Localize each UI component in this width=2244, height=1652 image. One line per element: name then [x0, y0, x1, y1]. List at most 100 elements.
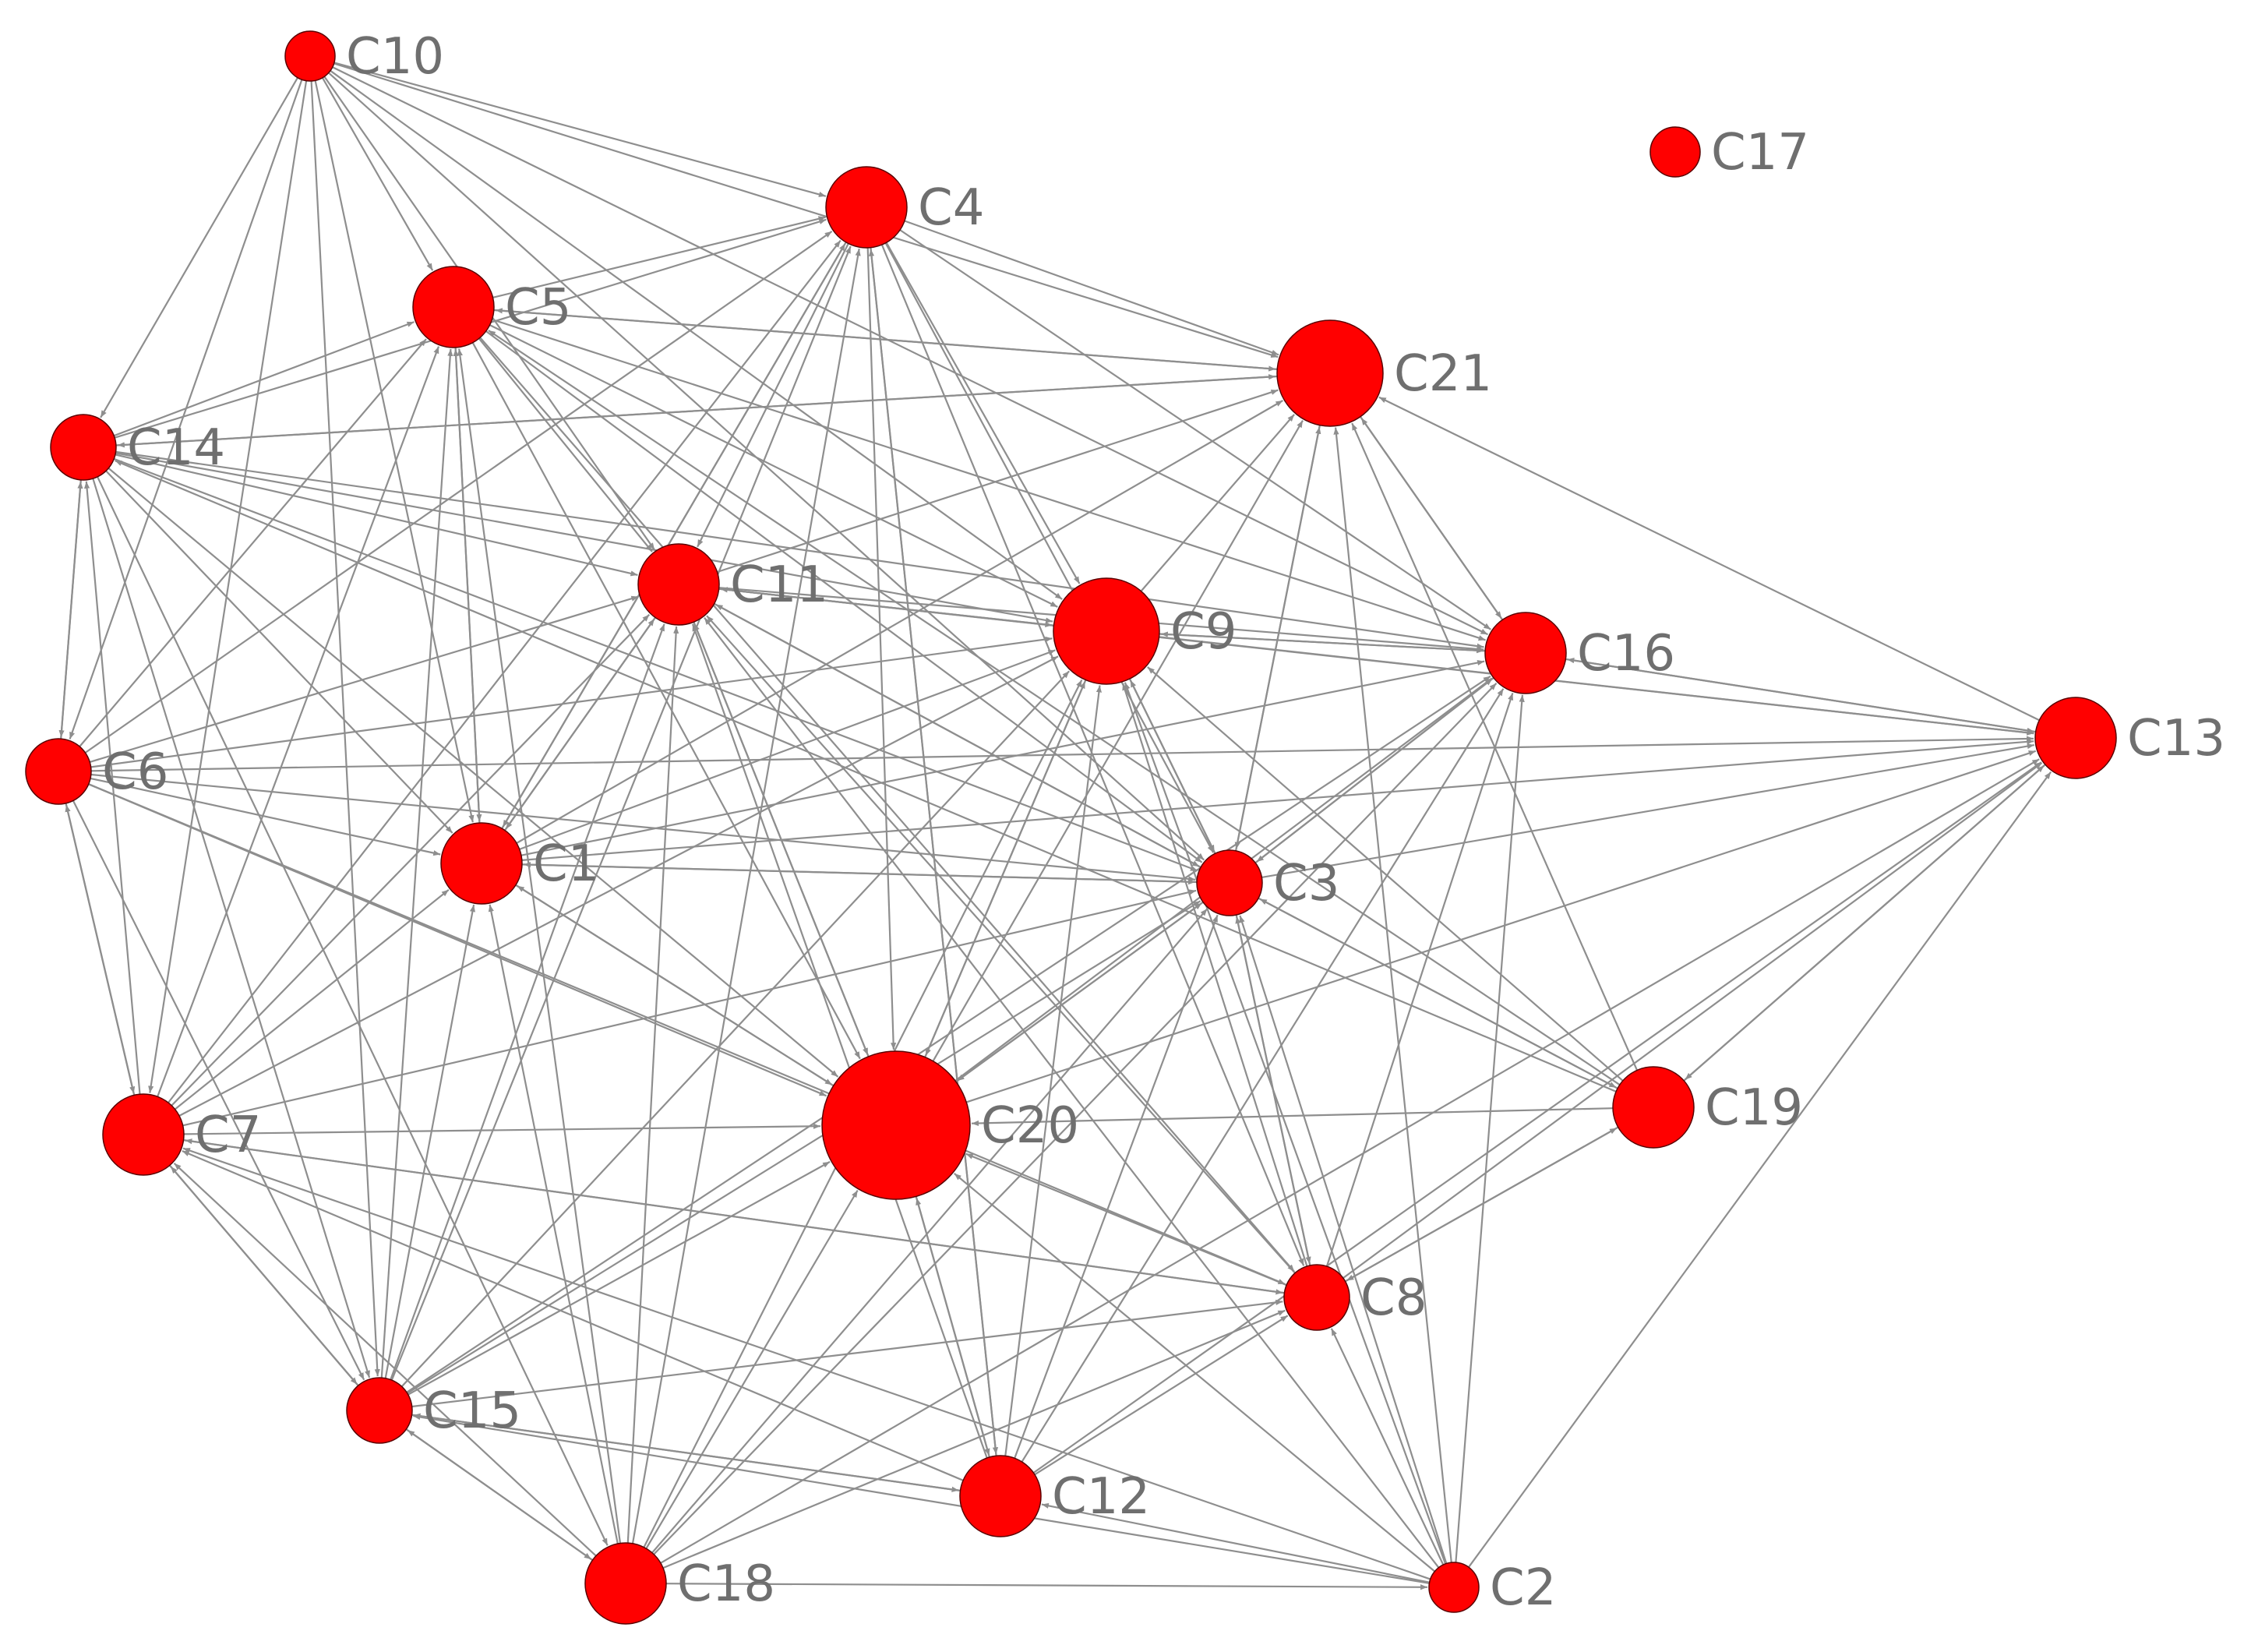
- edge-c5-to-c4: [492, 216, 826, 298]
- edge-c16-to-c3: [1256, 677, 1494, 863]
- edge-c8-to-c13: [1343, 762, 2043, 1279]
- edge-c15-to-c4: [390, 245, 852, 1381]
- node-c10[interactable]: [284, 30, 336, 82]
- edge-c15-to-c20: [408, 1160, 831, 1396]
- node-c17[interactable]: [1649, 126, 1701, 178]
- edge-c15-to-c1: [384, 904, 475, 1378]
- edge-c11-to-c21: [717, 389, 1279, 574]
- edge-c5-to-c8: [479, 337, 1295, 1273]
- edge-c15-to-c3: [407, 900, 1201, 1394]
- edge-c11-to-c13: [718, 588, 2034, 736]
- node-c21[interactable]: [1276, 319, 1384, 427]
- node-label-c11: C11: [730, 556, 828, 614]
- edges-layer: [58, 62, 2052, 1590]
- edge-c9-to-c3: [1128, 678, 1216, 852]
- edge-c18-to-c2: [665, 1583, 1428, 1590]
- edge-c12-to-c9: [1004, 685, 1102, 1456]
- edge-c18-to-c5: [457, 348, 622, 1544]
- edge-c8-to-c16: [1325, 693, 1514, 1267]
- node-c18[interactable]: [584, 1542, 667, 1625]
- edge-c7-to-c1: [174, 888, 450, 1110]
- edge-c14-to-c9: [115, 452, 1053, 623]
- node-c8[interactable]: [1283, 1264, 1350, 1331]
- node-c5[interactable]: [412, 266, 495, 348]
- edge-c14-to-c15: [92, 478, 371, 1378]
- node-label-c1: C1: [533, 835, 599, 893]
- node-label-c19: C19: [1705, 1079, 1803, 1137]
- node-label-c8: C8: [1360, 1269, 1427, 1327]
- edge-c5-to-c11: [478, 337, 653, 552]
- edge-c20-to-c9: [924, 680, 1086, 1058]
- node-label-c15: C15: [423, 1382, 521, 1440]
- edge-c18-to-c8: [662, 1309, 1286, 1569]
- edge-c6-to-c11: [89, 595, 639, 763]
- edge-c18-to-c11: [626, 626, 679, 1544]
- edge-c18-to-c1: [488, 904, 619, 1544]
- edge-c18-to-c3: [651, 908, 1208, 1554]
- edge-c20-to-c12: [915, 1196, 990, 1456]
- labels-layer: C1C2C3C4C5C6C7C8C9C10C11C12C13C14C15C16C…: [102, 28, 2225, 1617]
- node-c16[interactable]: [1484, 612, 1567, 694]
- node-c11[interactable]: [637, 543, 720, 626]
- edge-c16-to-c9: [1160, 631, 1486, 652]
- node-label-c9: C9: [1170, 603, 1237, 661]
- edge-c21-to-c16: [1360, 416, 1503, 620]
- node-label-c13: C13: [2127, 710, 2225, 768]
- edge-c13-to-c16: [1567, 658, 2036, 733]
- edge-c18-to-c15: [407, 1429, 594, 1562]
- node-c15[interactable]: [346, 1377, 413, 1444]
- edge-c3-to-c19: [1258, 897, 1617, 1089]
- edge-c4-to-c8: [880, 244, 1305, 1266]
- edge-c10-to-c1: [314, 80, 475, 823]
- edge-c4-to-c20: [866, 247, 897, 1050]
- edge-c1-to-c16: [520, 659, 1485, 856]
- node-c14[interactable]: [50, 414, 117, 481]
- edge-c12-to-c8: [1034, 1315, 1289, 1476]
- edge-c15-to-c9: [400, 670, 1071, 1388]
- edge-c18-to-c7: [173, 1162, 597, 1557]
- node-c4[interactable]: [825, 166, 908, 249]
- edge-c10-to-c16: [332, 66, 1488, 636]
- edge-c6-to-c13: [90, 736, 2034, 772]
- node-c12[interactable]: [959, 1455, 1042, 1537]
- node-c6[interactable]: [25, 738, 92, 805]
- node-c3[interactable]: [1196, 849, 1263, 916]
- node-c1[interactable]: [440, 822, 523, 905]
- node-label-c10: C10: [346, 28, 444, 86]
- node-c13[interactable]: [2034, 697, 2117, 779]
- edge-c9-to-c21: [1140, 414, 1295, 592]
- edge-c14-to-c20: [108, 468, 839, 1078]
- node-c19[interactable]: [1612, 1066, 1695, 1149]
- node-label-c20: C20: [981, 1097, 1079, 1155]
- edge-c7-to-c3: [182, 889, 1197, 1127]
- edge-c10-to-c15: [310, 80, 380, 1377]
- edge-c6-to-c9: [90, 636, 1053, 768]
- edge-c2-to-c13: [1468, 771, 2052, 1568]
- edge-c1-to-c9: [519, 649, 1056, 850]
- edge-c13-to-c19: [1684, 764, 2046, 1081]
- edge-c2-to-c11: [704, 617, 1440, 1569]
- node-label-c5: C5: [505, 279, 571, 337]
- edge-c13-to-c21: [1378, 396, 2040, 722]
- edge-c2-to-c16: [1455, 694, 1525, 1563]
- node-c7[interactable]: [102, 1093, 185, 1176]
- edge-c7-to-c20: [183, 1123, 821, 1135]
- edge-c14-to-c3: [113, 457, 1198, 872]
- edge-c12-to-c11: [691, 623, 988, 1459]
- edge-c10-to-c21: [333, 62, 1279, 358]
- edge-c21-to-c5: [495, 308, 1278, 370]
- node-c2[interactable]: [1428, 1562, 1480, 1613]
- edge-c15-to-c5: [380, 348, 453, 1378]
- node-c9[interactable]: [1053, 577, 1160, 685]
- edge-c2-to-c9: [1124, 682, 1447, 1565]
- edge-c7-to-c4: [168, 239, 842, 1103]
- edge-c2-to-c8: [1330, 1328, 1445, 1566]
- edge-c2-to-c3: [1239, 915, 1448, 1564]
- edge-c5-to-c16: [492, 318, 1486, 641]
- edge-c19-to-c20: [971, 1107, 1614, 1127]
- edge-c8-to-c7: [185, 1138, 1285, 1294]
- edge-c20-to-c3: [955, 902, 1203, 1083]
- node-c20[interactable]: [821, 1050, 971, 1200]
